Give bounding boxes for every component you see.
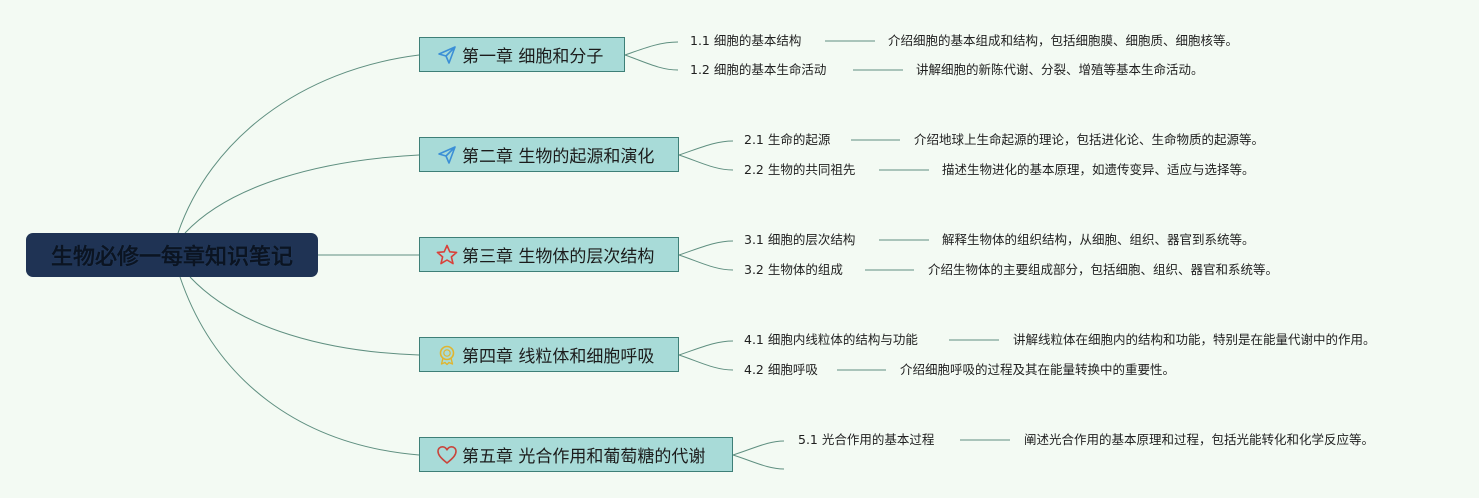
star-icon bbox=[436, 244, 458, 266]
topic-description: 介绍细胞呼吸的过程及其在能量转换中的重要性。 bbox=[900, 362, 1176, 377]
topic-label[interactable]: 1.2 细胞的基本生命活动 bbox=[690, 62, 827, 77]
connector-ch4-t1 bbox=[678, 340, 734, 356]
connector-root-ch5 bbox=[179, 276, 420, 456]
topic-description: 讲解线粒体在细胞内的结构和功能，特别是在能量代谢中的作用。 bbox=[1013, 332, 1376, 347]
connector-ch2-t2 bbox=[678, 154, 734, 171]
chapter-node-2[interactable]: 第二章 生物的起源和演化 bbox=[419, 137, 679, 172]
root-title: 生物必修一每章知识笔记 bbox=[50, 245, 293, 270]
connector-ch5-empty bbox=[732, 454, 785, 470]
topic-label[interactable]: 2.2 生物的共同祖先 bbox=[744, 162, 856, 177]
connector-root-ch1 bbox=[177, 54, 420, 234]
medal-icon bbox=[436, 344, 458, 366]
chapter-title: 第一章 细胞和分子 bbox=[462, 47, 604, 67]
chapter-title: 第三章 生物体的层次结构 bbox=[462, 247, 655, 267]
chapter-node-5[interactable]: 第五章 光合作用和葡萄糖的代谢 bbox=[419, 437, 733, 472]
connector-root-ch4 bbox=[189, 276, 420, 356]
topic-description: 介绍地球上生命起源的理论，包括进化论、生命物质的起源等。 bbox=[914, 132, 1265, 147]
connector-ch5-t1 bbox=[732, 440, 785, 456]
topic-label[interactable]: 1.1 细胞的基本结构 bbox=[690, 33, 802, 48]
topic-description: 介绍细胞的基本组成和结构，包括细胞膜、细胞质、细胞核等。 bbox=[888, 33, 1239, 48]
connector-ch1-t1 bbox=[624, 41, 679, 56]
connector-ch3-t2 bbox=[678, 254, 734, 271]
topic-label[interactable]: 5.1 光合作用的基本过程 bbox=[798, 432, 935, 447]
topic-label[interactable]: 3.2 生物体的组成 bbox=[744, 262, 843, 277]
topic-description: 阐述光合作用的基本原理和过程，包括光能转化和化学反应等。 bbox=[1024, 432, 1375, 447]
connector-ch4-t2 bbox=[678, 354, 734, 371]
topic-description: 讲解细胞的新陈代谢、分裂、增殖等基本生命活动。 bbox=[916, 62, 1204, 77]
chapter-title: 第四章 线粒体和细胞呼吸 bbox=[462, 347, 655, 367]
topic-label[interactable]: 2.1 生命的起源 bbox=[744, 132, 831, 147]
topic-description: 描述生物进化的基本原理，如遗传变异、适应与选择等。 bbox=[942, 162, 1255, 177]
chapter-node-3[interactable]: 第三章 生物体的层次结构 bbox=[419, 237, 679, 272]
chapter-node-1[interactable]: 第一章 细胞和分子 bbox=[419, 37, 625, 72]
paper-plane-icon bbox=[436, 44, 458, 66]
root-node[interactable]: 生物必修一每章知识笔记 bbox=[26, 233, 318, 277]
topic-label[interactable]: 3.1 细胞的层次结构 bbox=[744, 232, 856, 247]
topic-description: 介绍生物体的主要组成部分，包括细胞、组织、器官和系统等。 bbox=[928, 262, 1279, 277]
connector-ch1-t2 bbox=[624, 54, 679, 71]
chapter-title: 第五章 光合作用和葡萄糖的代谢 bbox=[462, 447, 706, 467]
topic-description: 解释生物体的组织结构，从细胞、组织、器官到系统等。 bbox=[942, 232, 1255, 247]
connector-ch3-t1 bbox=[678, 240, 734, 256]
heart-icon bbox=[436, 444, 458, 466]
connector-ch2-t1 bbox=[678, 140, 734, 156]
topic-label[interactable]: 4.1 细胞内线粒体的结构与功能 bbox=[744, 332, 918, 347]
connector-root-ch2 bbox=[184, 154, 420, 234]
topic-label[interactable]: 4.2 细胞呼吸 bbox=[744, 362, 818, 377]
chapter-title: 第二章 生物的起源和演化 bbox=[462, 147, 655, 167]
chapter-node-4[interactable]: 第四章 线粒体和细胞呼吸 bbox=[419, 337, 679, 372]
paper-plane-icon bbox=[436, 144, 458, 166]
